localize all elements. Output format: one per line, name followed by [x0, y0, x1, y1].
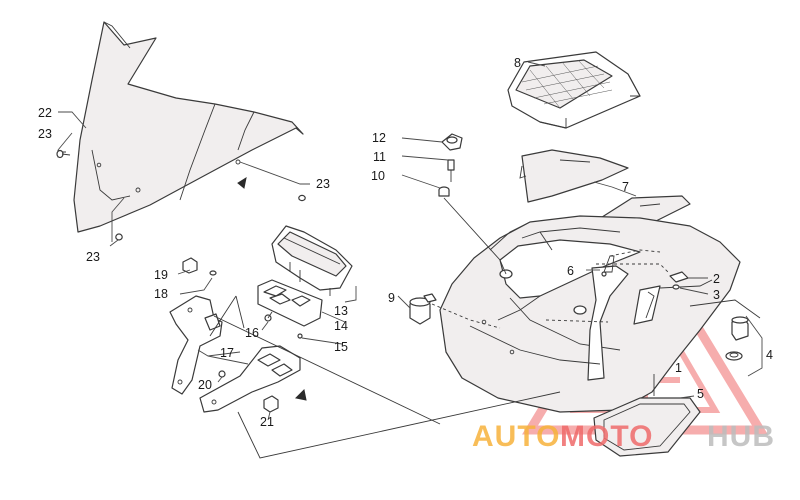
- windshield-part: [73, 21, 304, 233]
- callout-20: 20: [198, 378, 212, 392]
- callout-15: 15: [334, 340, 348, 354]
- arrow-marker-icon: [237, 176, 247, 189]
- watermark-text-hub: HUB: [707, 420, 775, 453]
- arrow-marker-icon: [294, 388, 307, 401]
- callout-5: 5: [697, 387, 704, 401]
- mount-base-part: [438, 186, 450, 197]
- callout-14: 14: [334, 319, 348, 333]
- mount-screw-part: [447, 159, 455, 182]
- watermark: AUTO MOTO HUB: [472, 420, 775, 453]
- callout-12: 12: [372, 131, 386, 145]
- callout-9: 9: [388, 291, 395, 305]
- callout-19: 19: [154, 268, 168, 282]
- gauge-cluster-part: [271, 225, 353, 296]
- callout-10: 10: [371, 169, 385, 183]
- callout-3: 3: [713, 288, 720, 302]
- screw-23-left: [56, 149, 71, 159]
- callout-11: 11: [373, 150, 386, 164]
- left-bracket-part: [169, 295, 223, 395]
- emblem-part: [669, 271, 689, 290]
- watermark-text-moto: MOTO: [560, 420, 653, 453]
- screw-20-part: [218, 370, 226, 378]
- storage-net-tray-part: [507, 51, 641, 129]
- callout-4: 4: [766, 348, 773, 362]
- callout-23: 23: [86, 250, 100, 264]
- callout-2: 2: [713, 272, 720, 286]
- callout-22: 22: [38, 106, 52, 120]
- callout-8: 8: [514, 56, 521, 70]
- decal-plate-part: [593, 397, 701, 457]
- callout-7: 7: [622, 180, 629, 194]
- callout-16: 16: [245, 326, 259, 340]
- callout-23: 23: [316, 177, 330, 191]
- callout-1: 1: [675, 361, 682, 375]
- grommet-4-part: [725, 316, 749, 361]
- hood-nose-part: [439, 215, 741, 413]
- callout-23: 23: [38, 127, 52, 141]
- screw-23-right: [298, 194, 306, 202]
- nut-19-part: [182, 257, 198, 274]
- callout-17: 17: [220, 346, 234, 360]
- nut-15-part: [297, 333, 303, 339]
- watermark-text-auto: AUTO: [472, 420, 560, 453]
- callout-21: 21: [260, 415, 274, 429]
- callout-6: 6: [567, 264, 574, 278]
- nut-21-part: [263, 395, 279, 413]
- mount-grommet-part: [441, 133, 463, 151]
- screw-23-bottom: [115, 233, 123, 241]
- callout-labels: 8 22 23 23 23 12 11 10 7 19 18 13 14 16 …: [38, 56, 773, 429]
- screw-16-part: [264, 311, 273, 322]
- fastener-6-part: [601, 255, 615, 277]
- callout-18: 18: [154, 287, 168, 301]
- right-bracket-part: [199, 345, 301, 413]
- light-socket-part: [409, 293, 437, 325]
- washer-18-part: [209, 270, 217, 276]
- callout-13: 13: [334, 304, 348, 318]
- gauge-bracket-part: [257, 279, 323, 327]
